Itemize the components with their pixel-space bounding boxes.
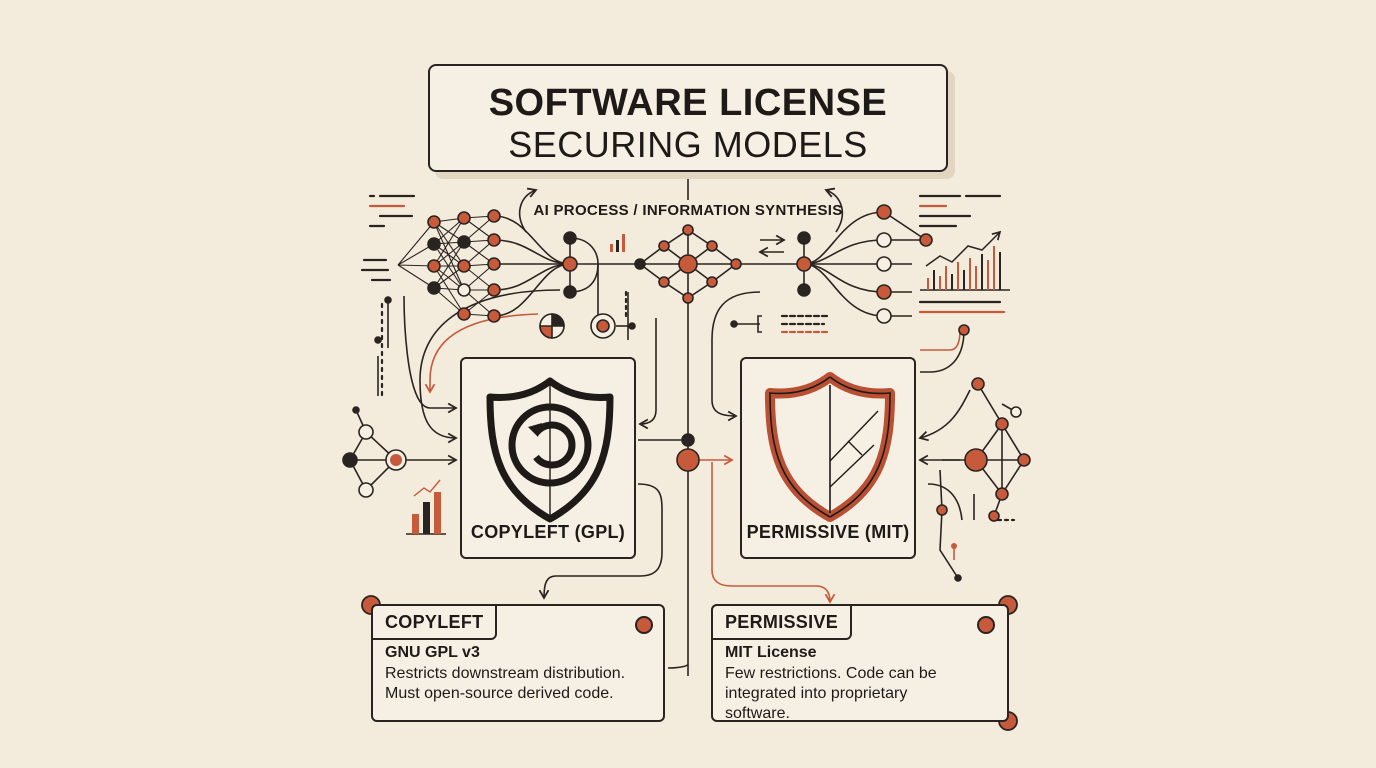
permissive-shield-icon xyxy=(765,372,895,522)
permissive-status-dot xyxy=(977,616,995,634)
copyleft-shield-label: COPYLEFT (GPL) xyxy=(470,522,626,542)
neural-net-left xyxy=(427,209,501,323)
permissive-card-tab: PERMISSIVE xyxy=(711,604,853,640)
center-nodes xyxy=(562,224,742,472)
left-side-network xyxy=(342,296,407,498)
right-nodes xyxy=(796,204,933,324)
mini-trend-chart-right xyxy=(920,230,1010,291)
copyleft-info-card: COPYLEFT GNU GPL v3 Restricts downstream… xyxy=(371,604,665,722)
copyleft-card-body: Restricts downstream distribution. Must … xyxy=(385,665,626,702)
permissive-shield-card: PERMISSIVE (MIT) xyxy=(740,357,916,559)
copyleft-status-dot xyxy=(635,616,653,634)
permissive-shield-label: PERMISSIVE (MIT) xyxy=(746,522,910,542)
title-line-1: SOFTWARE LICENSE xyxy=(488,82,888,124)
permissive-card-heading: MIT License xyxy=(725,644,817,661)
copyleft-shield-card: COPYLEFT (GPL) xyxy=(460,357,636,559)
connector-lines xyxy=(349,174,1025,676)
permissive-card-body: Few restrictions. Code can be integrated… xyxy=(725,665,937,722)
process-subtitle: AI PROCESS / INFORMATION SYNTHESIS xyxy=(533,202,843,219)
pie-node-icons xyxy=(539,313,636,339)
mini-bar-chart-left xyxy=(406,479,446,535)
copyleft-card-heading: GNU GPL v3 xyxy=(385,644,480,661)
decorative-dashes xyxy=(360,194,1016,522)
copyleft-shield-icon xyxy=(486,377,614,523)
title-box: SOFTWARE LICENSE SECURING MODELS xyxy=(428,64,948,172)
right-side-network xyxy=(936,324,1031,582)
permissive-info-card: PERMISSIVE MIT License Few restrictions.… xyxy=(711,604,1009,722)
title-line-2: SECURING MODELS xyxy=(508,124,868,165)
copyleft-card-tab: COPYLEFT xyxy=(371,604,498,640)
mini-bar-chart-top xyxy=(610,234,625,252)
